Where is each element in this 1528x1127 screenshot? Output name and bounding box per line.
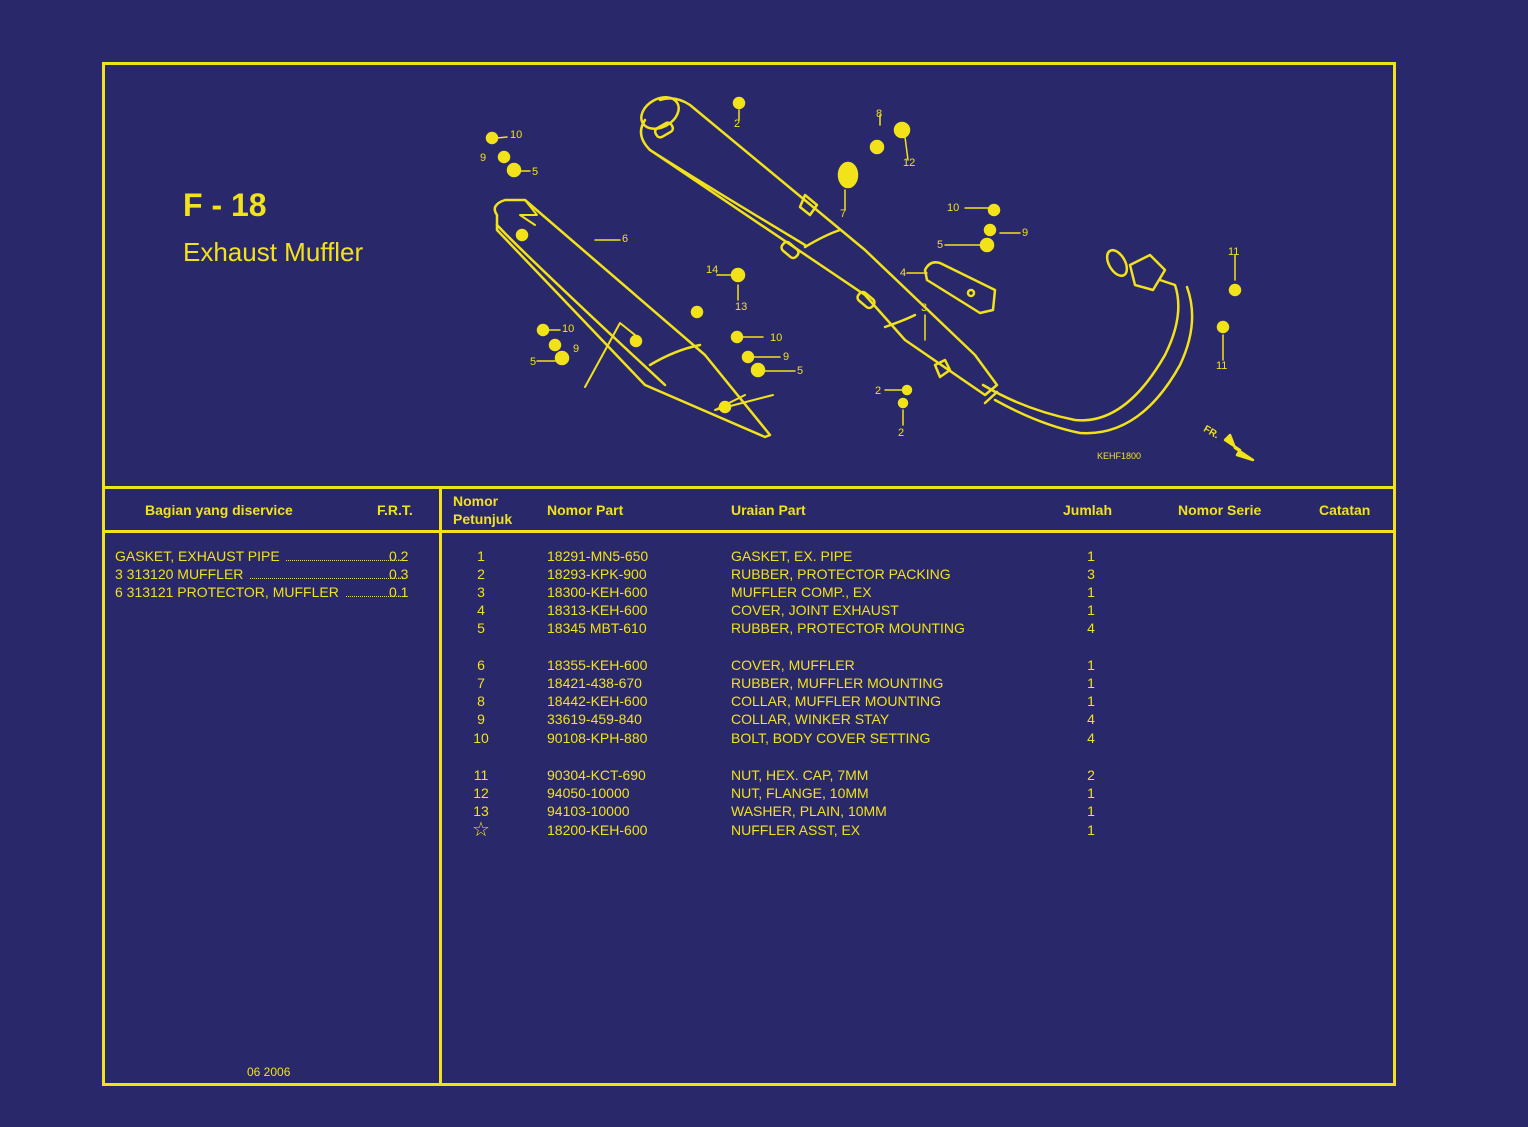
callout: 14 xyxy=(706,264,719,276)
section-code: F - 18 xyxy=(183,187,267,223)
divider-header xyxy=(105,530,1393,533)
service-frt: 0.2 xyxy=(389,548,409,564)
leader-lines xyxy=(496,109,1236,426)
callout: 7 xyxy=(840,208,847,220)
callout: 6 xyxy=(622,233,629,245)
service-frt: 0.1 xyxy=(389,584,409,600)
header-frt: F.R.T. xyxy=(377,502,413,518)
header-qty: Jumlah xyxy=(1063,502,1113,518)
service-item: GASKET, EXHAUST PIPE xyxy=(115,547,405,565)
callout: 11 xyxy=(1228,246,1240,258)
diagram-ref: KEHF1800 xyxy=(1097,451,1142,461)
joint-cover-drawing xyxy=(923,261,997,315)
callout: 5 xyxy=(532,166,539,178)
divider-top xyxy=(105,486,1393,489)
service-item: 6 313121 PROTECTOR, MUFFLER xyxy=(115,583,405,601)
callout: 9 xyxy=(573,343,580,355)
revision-date: 06 2006 xyxy=(247,1065,291,1079)
callout: 10 xyxy=(770,332,783,344)
parts-catalog-frame: F - 18 Exhaust Muffler xyxy=(102,62,1396,1086)
callout: 4 xyxy=(900,267,907,279)
header-notes: Catatan xyxy=(1319,502,1371,518)
callout: 2 xyxy=(898,427,905,439)
hardware-drawing xyxy=(485,96,1242,409)
callout: 9 xyxy=(480,152,487,164)
callout: 10 xyxy=(947,202,960,214)
callout: 2 xyxy=(875,385,882,397)
callout: 5 xyxy=(797,365,804,377)
callout: 5 xyxy=(937,239,944,251)
callout: 9 xyxy=(783,351,790,363)
callout: 12 xyxy=(903,157,916,169)
header-ref-line2: Petunjuk xyxy=(453,511,513,527)
header-part-no: Nomor Part xyxy=(547,502,624,518)
diagram-area: F - 18 Exhaust Muffler xyxy=(105,65,1393,488)
exhaust-pipe-drawing xyxy=(933,248,1194,435)
header-service: Bagian yang diservice xyxy=(145,502,293,518)
callout: 10 xyxy=(510,129,523,141)
header-description: Uraian Part xyxy=(731,502,806,518)
callout: 9 xyxy=(1022,227,1029,239)
callout: 2 xyxy=(734,118,741,130)
callout: 3 xyxy=(921,302,928,314)
star-icon: ☆ xyxy=(472,819,490,841)
callout: 5 xyxy=(530,356,537,368)
callout: 13 xyxy=(735,301,748,313)
header-ref-line1: Nomor xyxy=(453,493,499,509)
section-title: Exhaust Muffler xyxy=(183,237,364,267)
callout: 11 xyxy=(1216,360,1228,372)
callout: 8 xyxy=(876,108,883,120)
service-item: 3 313120 MUFFLER xyxy=(115,565,405,583)
service-frt: 0.3 xyxy=(389,566,409,582)
exploded-diagram xyxy=(485,96,1255,462)
muffler-cover-drawing xyxy=(493,198,774,439)
callout: 10 xyxy=(562,323,575,335)
front-arrow-icon xyxy=(1223,433,1255,462)
header-serial: Nomor Serie xyxy=(1178,502,1262,518)
divider-column xyxy=(439,488,442,1083)
